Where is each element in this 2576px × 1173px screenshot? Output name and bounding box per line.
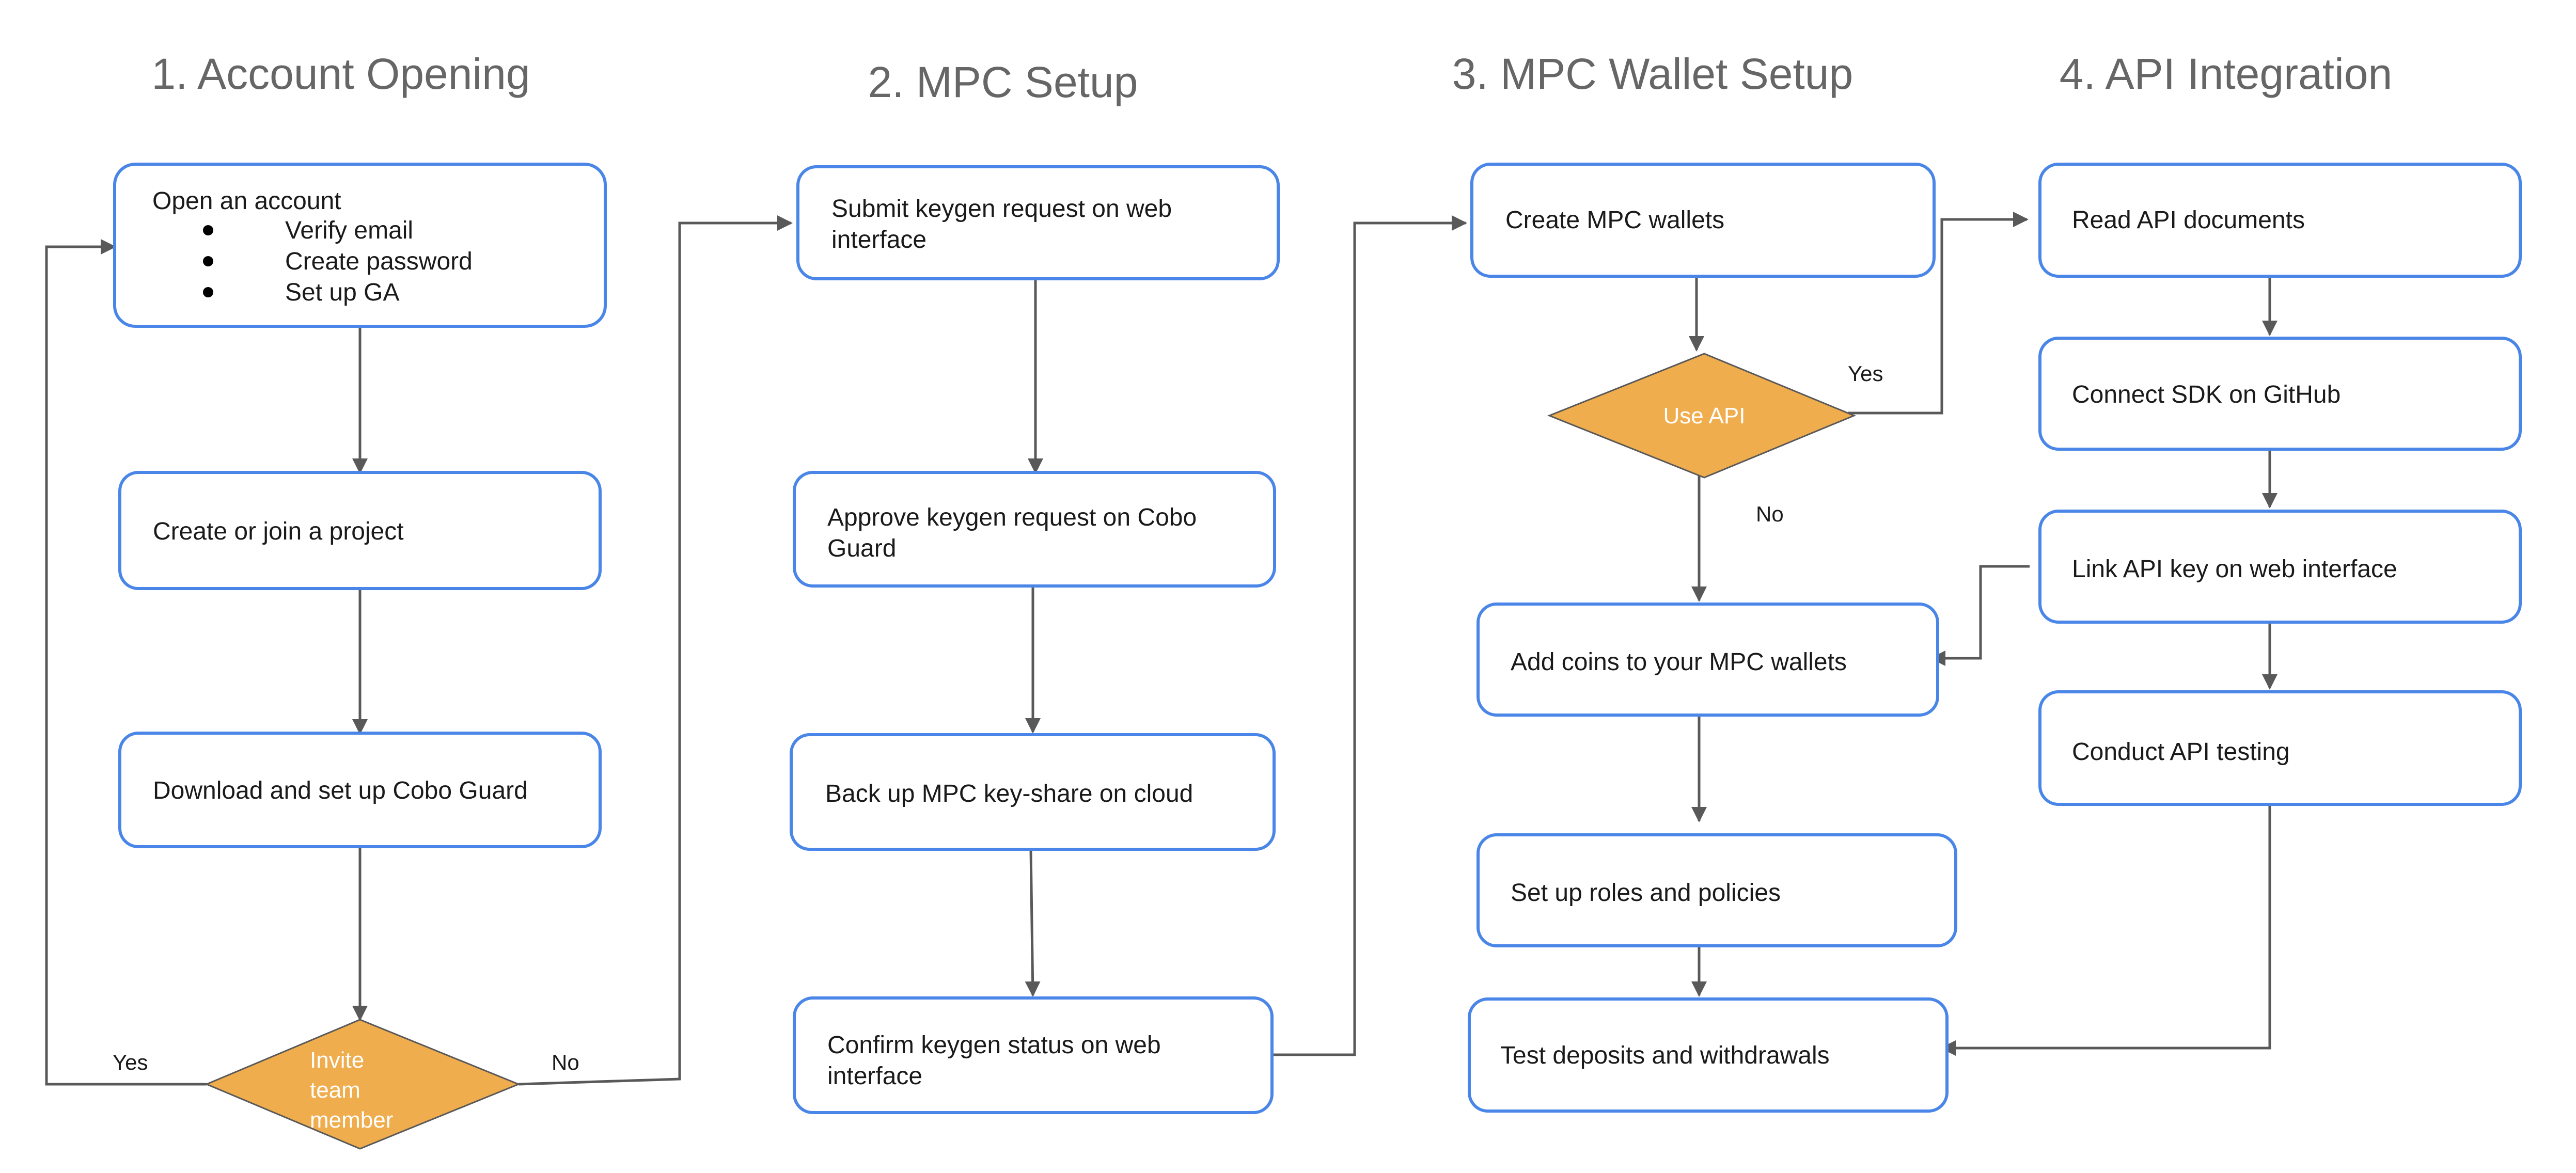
invite-line-2: team	[310, 1077, 360, 1103]
connectors	[45, 212, 2277, 1086]
bullet-icon	[203, 225, 213, 235]
node-add-coins[interactable]: Add coins to your MPC wallets	[1477, 603, 1939, 717]
node-create-wallets[interactable]: Create MPC wallets	[1470, 163, 1936, 278]
node-link-api-key[interactable]: Link API key on web interface	[2038, 510, 2522, 624]
node-test-deposits[interactable]: Test deposits and withdrawals	[1468, 997, 1949, 1113]
add-coins-label: Add coins to your MPC wallets	[1511, 648, 1847, 676]
api-testing-label: Conduct API testing	[2072, 738, 2290, 766]
section-title-api-integration: 4. API Integration	[2060, 50, 2392, 98]
label-invite-no: No	[552, 1050, 579, 1074]
label-useapi-no: No	[1756, 502, 1784, 526]
roles-policies-label: Set up roles and policies	[1511, 879, 1781, 907]
open-account-item-1: Verify email	[285, 217, 413, 244]
confirm-keygen-line-1: Confirm keygen status on web	[827, 1032, 1161, 1059]
open-account-item-2: Create password	[285, 248, 473, 275]
download-guard-label: Download and set up Cobo Guard	[153, 777, 528, 804]
node-roles-policies[interactable]: Set up roles and policies	[1477, 833, 1957, 947]
node-submit-keygen[interactable]: Submit keygen request on web interface	[796, 165, 1280, 280]
confirm-keygen-line-2: interface	[827, 1063, 922, 1090]
label-useapi-yes: Yes	[1848, 361, 1883, 386]
section-title-account-opening: 1. Account Opening	[151, 50, 530, 98]
arrow-useapi-yes-to-docs	[1848, 212, 2029, 415]
arrow-backup-to-confirm	[1025, 849, 1041, 997]
arrow-invite-yes-loop	[45, 239, 207, 1086]
bullet-icon	[203, 287, 213, 297]
arrow-invite-no-to-mpc	[518, 215, 793, 1086]
open-account-title: Open an account	[152, 187, 341, 215]
use-api-label: Use API	[1663, 403, 1746, 429]
node-confirm-keygen[interactable]: Confirm keygen status on web interface	[793, 996, 1274, 1114]
approve-keygen-line-2: Guard	[827, 535, 896, 562]
node-backup-keyshare[interactable]: Back up MPC key-share on cloud	[790, 733, 1276, 851]
node-useapi-decision[interactable]: Use API	[1547, 353, 1856, 479]
arrow-testing-to-test-deposits	[1940, 804, 2271, 1056]
read-docs-label: Read API documents	[2072, 207, 2305, 234]
connect-sdk-label: Connect SDK on GitHub	[2072, 381, 2341, 408]
node-api-testing[interactable]: Conduct API testing	[2038, 690, 2522, 806]
node-open-account[interactable]: Open an account Verify email Create pass…	[113, 163, 607, 328]
section-title-mpc-wallet-setup: 3. MPC Wallet Setup	[1452, 50, 1854, 98]
bullet-icon	[203, 256, 213, 266]
submit-keygen-line-2: interface	[831, 226, 926, 253]
approve-keygen-line-1: Approve keygen request on Cobo	[827, 504, 1197, 531]
arrow-confirm-to-wallets	[1272, 215, 1467, 1056]
create-wallets-label: Create MPC wallets	[1505, 207, 1724, 234]
node-download-guard[interactable]: Download and set up Cobo Guard	[118, 732, 602, 848]
section-title-mpc-setup: 2. MPC Setup	[868, 58, 1138, 106]
create-project-label: Create or join a project	[153, 518, 404, 545]
node-create-project[interactable]: Create or join a project	[118, 471, 602, 590]
node-invite-decision[interactable]: Invite team member	[205, 1019, 521, 1150]
test-deposits-label: Test deposits and withdrawals	[1500, 1042, 1830, 1069]
invite-line-1: Invite	[310, 1048, 364, 1073]
node-approve-keygen[interactable]: Approve keygen request on Cobo Guard	[793, 471, 1276, 588]
open-account-item-3: Set up GA	[285, 279, 399, 306]
submit-keygen-line-1: Submit keygen request on web	[831, 195, 1172, 223]
invite-line-3: member	[310, 1107, 393, 1133]
link-api-key-label: Link API key on web interface	[2072, 556, 2397, 583]
node-read-docs[interactable]: Read API documents	[2038, 163, 2522, 278]
backup-keyshare-label: Back up MPC key-share on cloud	[825, 780, 1193, 807]
node-connect-sdk[interactable]: Connect SDK on GitHub	[2038, 337, 2522, 451]
label-invite-yes: Yes	[113, 1050, 148, 1074]
arrow-link-to-addcoins	[1930, 565, 2030, 666]
